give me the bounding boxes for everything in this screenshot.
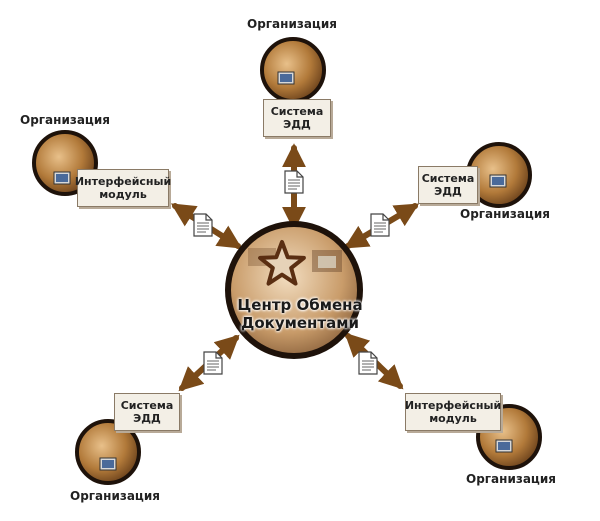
org-label-top: Организация (247, 17, 337, 31)
exchange-center-title-line2: Документами (240, 314, 359, 332)
monitor-icon (495, 439, 513, 453)
org-photo-bottom-left (75, 419, 141, 485)
monitor-icon (277, 71, 295, 85)
monitor-icon (53, 171, 71, 185)
computer-icons (53, 71, 513, 471)
document-icon (370, 213, 390, 237)
document-icon (203, 351, 223, 375)
monitor-icon (99, 457, 117, 471)
module-line1: Система (270, 105, 324, 118)
module-line2: модуль (99, 188, 147, 201)
module-line1: Интерфейсный (74, 175, 172, 188)
module-line1: Система (421, 172, 475, 185)
document-icon (193, 213, 213, 237)
exchange-center-title-line1: Центр Обмена (237, 296, 363, 314)
exchange-center-title: Центр Обмена Документами (231, 296, 369, 332)
module-line2: ЭДД (434, 185, 462, 198)
module-line1: Система (120, 399, 174, 412)
org-label-top-right: Организация (460, 207, 550, 221)
org-label-bottom-left: Организация (70, 489, 160, 503)
module-line2: модуль (429, 412, 477, 425)
exchange-center-node (225, 221, 363, 359)
module-line1: Интерфейсный (404, 399, 502, 412)
org-label-top-left: Организация (20, 113, 110, 127)
document-icon (358, 351, 378, 375)
org-label-bottom-right: Организация (466, 472, 556, 486)
module-line2: ЭДД (283, 118, 311, 131)
org-photo-top (260, 37, 326, 103)
module-line2: ЭДД (133, 412, 161, 425)
document-icon (284, 170, 304, 194)
monitor-icon (489, 174, 507, 188)
star-icon (258, 240, 306, 286)
